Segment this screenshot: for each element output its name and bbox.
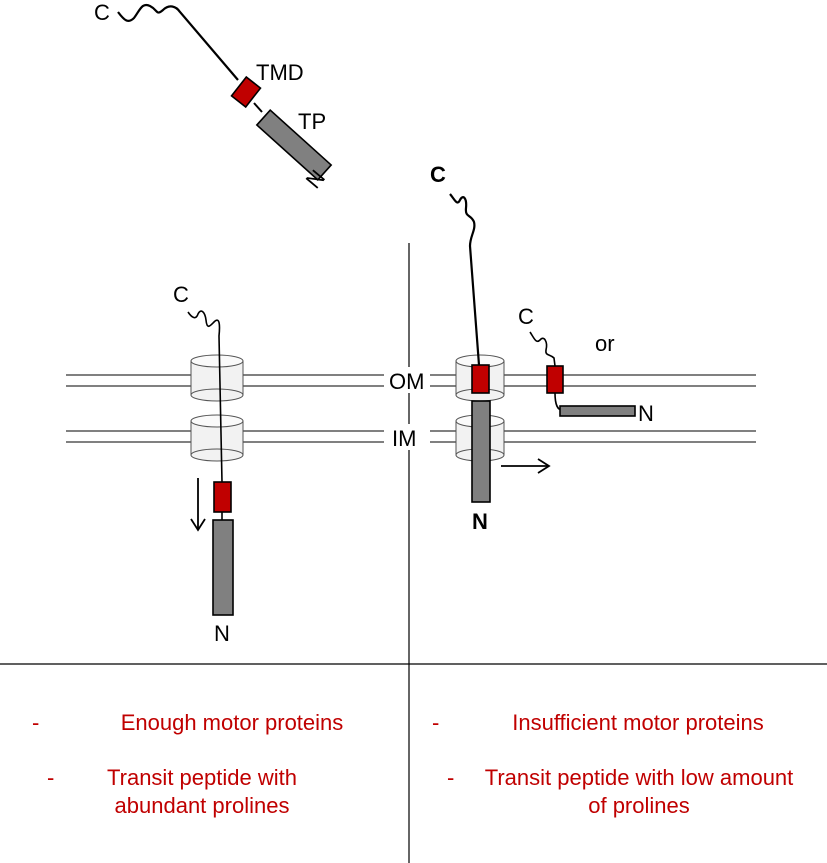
tp-box-left <box>212 519 234 616</box>
tp-box-right <box>471 400 491 503</box>
label-c-right: C <box>430 162 446 187</box>
c-terminal-tail-alt <box>529 331 556 367</box>
c-terminal-tail <box>117 3 239 81</box>
note-text: Insufficient motor proteins <box>512 710 764 735</box>
note-text: Enough motor proteins <box>120 710 344 735</box>
label-c-top: C <box>94 0 110 25</box>
tmd-box <box>230 75 262 109</box>
c-terminal-tail-right <box>449 193 481 366</box>
left-note-2: - Transit peptide with abundant prolines <box>47 764 392 824</box>
bullet-dash: - <box>447 765 455 790</box>
left-scenario: C N <box>173 282 244 646</box>
right-scenario: C N C N or <box>430 162 654 534</box>
right-note-2: - Transit peptide with low amount of pro… <box>447 764 817 824</box>
label-im: IM <box>392 426 416 451</box>
lateral-release-arrow-icon <box>501 458 551 474</box>
tmd-box-alt <box>546 365 564 394</box>
label-n-alt: N <box>638 401 654 426</box>
tmd-box-left <box>213 481 232 513</box>
right-note-1: - Insufficient motor proteins <box>432 709 812 737</box>
note-text: Transit peptide with abundant prolines <box>107 765 297 818</box>
label-n-left: N <box>214 621 230 646</box>
label-tmd: TMD <box>256 60 304 85</box>
left-note-1: - Enough motor proteins <box>32 709 392 737</box>
label-om: OM <box>389 369 424 394</box>
bullet-dash: - <box>47 765 55 790</box>
im-channel-left <box>190 414 244 462</box>
label-or: or <box>595 331 615 356</box>
import-arrow-icon <box>190 478 206 532</box>
bullet-dash: - <box>32 710 40 735</box>
tp-box-alt <box>559 405 636 417</box>
note-text: Transit peptide with low amount of proli… <box>484 765 794 818</box>
alternative-om-protein: C N or <box>518 304 654 426</box>
free-protein: C TMD TP N <box>94 0 333 193</box>
tmd-box-right <box>471 364 490 394</box>
bullet-dash: - <box>432 710 440 735</box>
om-channel-left <box>190 354 244 402</box>
linker-line <box>253 102 263 113</box>
label-c-alt: C <box>518 304 534 329</box>
label-tp: TP <box>298 109 326 134</box>
label-n-right: N <box>472 509 488 534</box>
c-terminal-tail-left <box>187 310 223 483</box>
label-c-left: C <box>173 282 189 307</box>
tp-box <box>255 109 333 181</box>
